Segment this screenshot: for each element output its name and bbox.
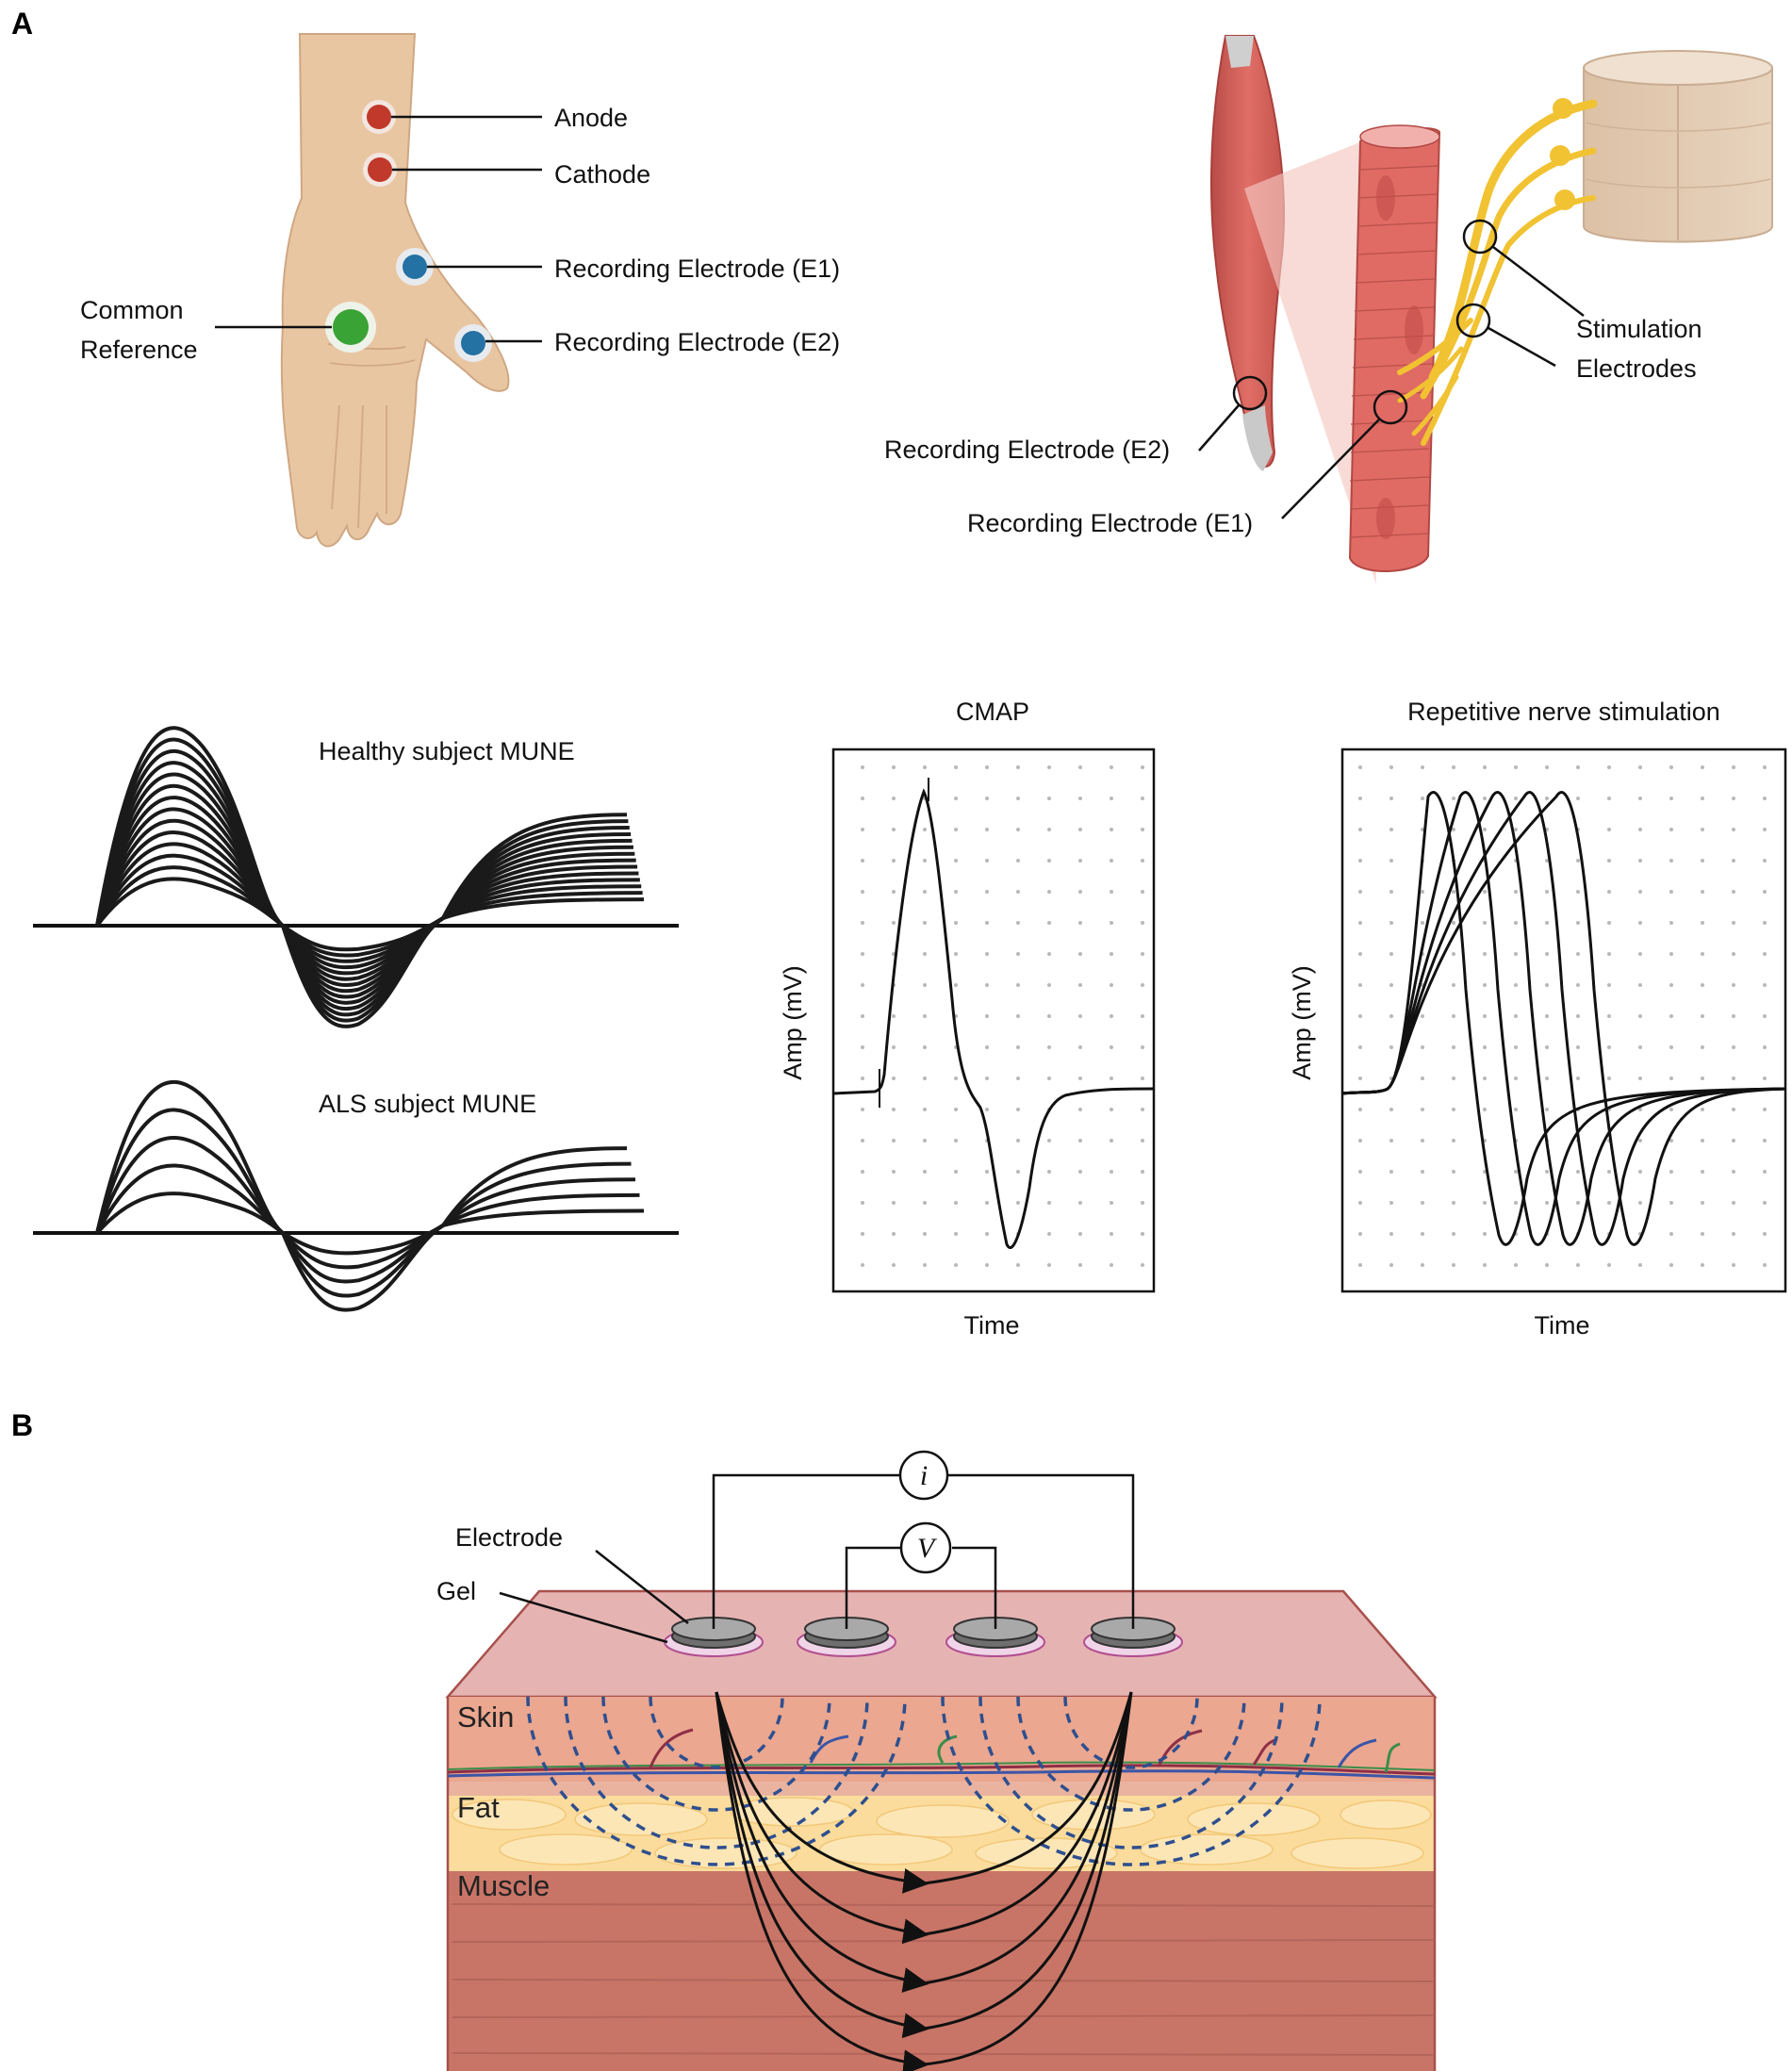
current-symbol-label: i	[920, 1460, 928, 1491]
leader-nerve-e1	[1281, 419, 1380, 519]
cathode-electrode	[363, 153, 397, 187]
nerve-illustration	[1397, 98, 1598, 446]
als-mune-traces	[95, 1080, 645, 1312]
label-nerve-e2: Recording Electrode (E2)	[884, 436, 1170, 464]
rns-waveform	[1341, 790, 1786, 1246]
surface-electrode-1	[664, 1617, 764, 1657]
healthy-mune-trace	[95, 877, 645, 952]
label-als-mune: ALS subject MUNE	[319, 1090, 536, 1118]
label-stimulation-2: Electrodes	[1576, 354, 1697, 383]
cmap-xlabel: Time	[964, 1311, 1020, 1340]
label-common-reference-2: Reference	[80, 336, 198, 364]
healthy-mune-trace	[95, 853, 642, 963]
rns-frame	[1340, 748, 1787, 1293]
panel-b-letter: B	[11, 1408, 33, 1442]
rns-ylabel: Amp (mV)	[1288, 965, 1316, 1080]
voltage-symbol-label: V	[917, 1533, 938, 1564]
rns-title: Repetitive nerve stimulation	[1407, 698, 1720, 726]
leader-electrode	[595, 1550, 689, 1624]
als-mune-trace	[95, 1108, 632, 1298]
muscle-illustration	[1209, 35, 1441, 584]
spinal-cord-illustration	[1583, 50, 1773, 243]
label-muscle: Muscle	[457, 1869, 550, 1902]
tissue-block	[445, 1589, 1438, 2071]
rns-xlabel: Time	[1535, 1311, 1590, 1340]
label-anode: Anode	[554, 104, 628, 132]
cmap-trace	[832, 788, 1155, 1249]
cmap-title: CMAP	[956, 698, 1029, 726]
leader-nerve-e2	[1198, 404, 1240, 452]
healthy-mune-trace	[95, 807, 636, 987]
label-electrode: Electrode	[455, 1523, 563, 1552]
current-circuit	[712, 1473, 1135, 1629]
cmap-frame	[831, 748, 1156, 1293]
healthy-mune-traces	[95, 726, 645, 1028]
recording-electrode-e1	[396, 248, 434, 286]
leader-gel	[499, 1591, 668, 1644]
label-skin: Skin	[457, 1701, 514, 1734]
als-mune-trace	[95, 1136, 636, 1284]
healthy-mune-trace	[95, 783, 633, 999]
cmap-ylabel: Amp (mV)	[779, 965, 807, 1080]
leader-stim-1	[1492, 246, 1585, 317]
label-nerve-e1: Recording Electrode (E1)	[967, 509, 1253, 537]
label-fat: Fat	[457, 1791, 500, 1824]
common-reference-electrode	[325, 302, 376, 353]
healthy-mune-trace	[95, 842, 640, 970]
healthy-mune-trace	[95, 726, 628, 1028]
label-recording-e1: Recording Electrode (E1)	[554, 255, 840, 283]
als-mune-trace	[95, 1192, 645, 1256]
current-field-lines	[715, 1691, 1133, 2071]
als-mune-trace	[95, 1163, 640, 1270]
anode-electrode	[362, 100, 396, 134]
label-cathode: Cathode	[554, 160, 650, 189]
surface-electrodes	[664, 1617, 1183, 1657]
label-stimulation-1: Stimulation	[1576, 315, 1702, 343]
label-gel: Gel	[436, 1577, 476, 1605]
healthy-mune-trace	[95, 818, 638, 981]
hand-illustration	[280, 33, 510, 548]
equipotential-lines	[526, 1696, 1322, 1866]
leader-stim-2	[1488, 326, 1556, 368]
surface-electrode-4	[1083, 1617, 1183, 1657]
current-source-symbol	[898, 1450, 949, 1501]
recording-electrode-e2	[454, 324, 492, 362]
cmap-grid	[833, 749, 1154, 1291]
stim-electrode-1	[1462, 219, 1498, 255]
label-healthy-mune: Healthy subject MUNE	[319, 737, 575, 765]
rns-traces	[1341, 790, 1786, 1246]
label-common-reference-1: Common	[80, 296, 184, 324]
healthy-mune-trace	[95, 865, 643, 958]
label-recording-e2: Recording Electrode (E2)	[554, 328, 840, 356]
nerve-recording-e2	[1232, 375, 1268, 411]
healthy-mune-trace	[95, 772, 633, 1005]
healthy-mune-trace	[95, 796, 635, 994]
panel-a-letter: A	[11, 7, 33, 41]
voltage-circuit	[845, 1546, 997, 1629]
healthy-mune-trace	[95, 830, 639, 976]
nerve-recording-e1	[1373, 389, 1408, 425]
healthy-mune-trace	[95, 761, 632, 1011]
als-mune-trace	[95, 1080, 628, 1312]
voltmeter-symbol	[899, 1521, 952, 1574]
stim-electrode-2	[1455, 303, 1491, 338]
